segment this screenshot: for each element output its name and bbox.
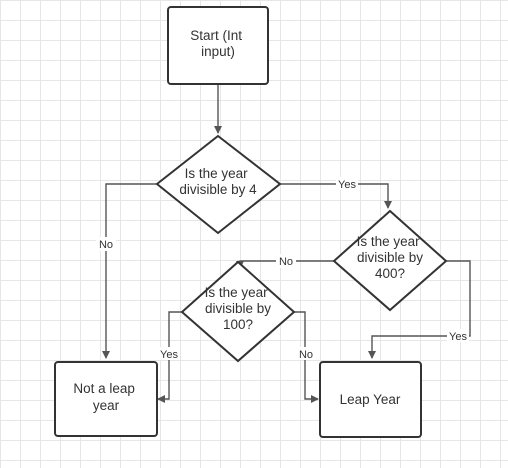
not-leap-label-line: year [93, 398, 120, 413]
svg-text:Yes: Yes [449, 331, 467, 343]
edge-label-div400-yes: Yes [447, 329, 469, 343]
div400-label-line: divisible by [357, 250, 423, 265]
edge-label-div4-yes: Yes [336, 177, 358, 191]
div100-label-line: 100? [223, 317, 253, 332]
leap-label: Leap Year [340, 392, 401, 407]
svg-text:No: No [279, 256, 293, 268]
svg-text:Not a leap year: Not a leap year [73, 381, 138, 413]
svg-text:No: No [299, 349, 313, 361]
edge-div4-no [102, 183, 157, 359]
svg-text:Yes: Yes [160, 349, 178, 361]
edge-div4-yes [280, 183, 392, 209]
not-leap-year-node[interactable]: Not a leap year [54, 361, 158, 437]
not-leap-label: Not a leap [73, 381, 135, 396]
start-label-line: input) [201, 44, 235, 59]
edge-label-div100-yes: Yes [158, 347, 180, 361]
svg-text:No: No [99, 239, 113, 251]
div100-label-line: divisible by [205, 301, 271, 316]
edge-label-div4-no: No [96, 237, 116, 251]
div4-label: Is the year [185, 166, 249, 181]
svg-text:Yes: Yes [338, 179, 356, 191]
leap-year-node[interactable]: Leap Year [319, 361, 422, 438]
svg-text:Start (Int input): Start (Int input) [190, 28, 246, 59]
edge-div400-yes [368, 260, 471, 359]
start-label: Start (Int [190, 28, 242, 43]
edge-label-div400-no: No [276, 254, 296, 268]
edge-label-div100-no: No [296, 347, 316, 361]
start-node[interactable]: Start (Int input) [167, 6, 269, 85]
svg-text:Is the year divisible by 4: Is the year divisible by 4 [179, 166, 257, 197]
div400-label: Is the year [357, 234, 421, 249]
div100-label: Is the year [205, 285, 269, 300]
svg-text:Leap Year: Leap Year [340, 392, 401, 407]
div400-label-line: 400? [375, 266, 405, 281]
decision-div4-node[interactable]: Is the year divisible by 4 [155, 134, 282, 235]
div4-label-line: divisible by 4 [179, 182, 257, 197]
